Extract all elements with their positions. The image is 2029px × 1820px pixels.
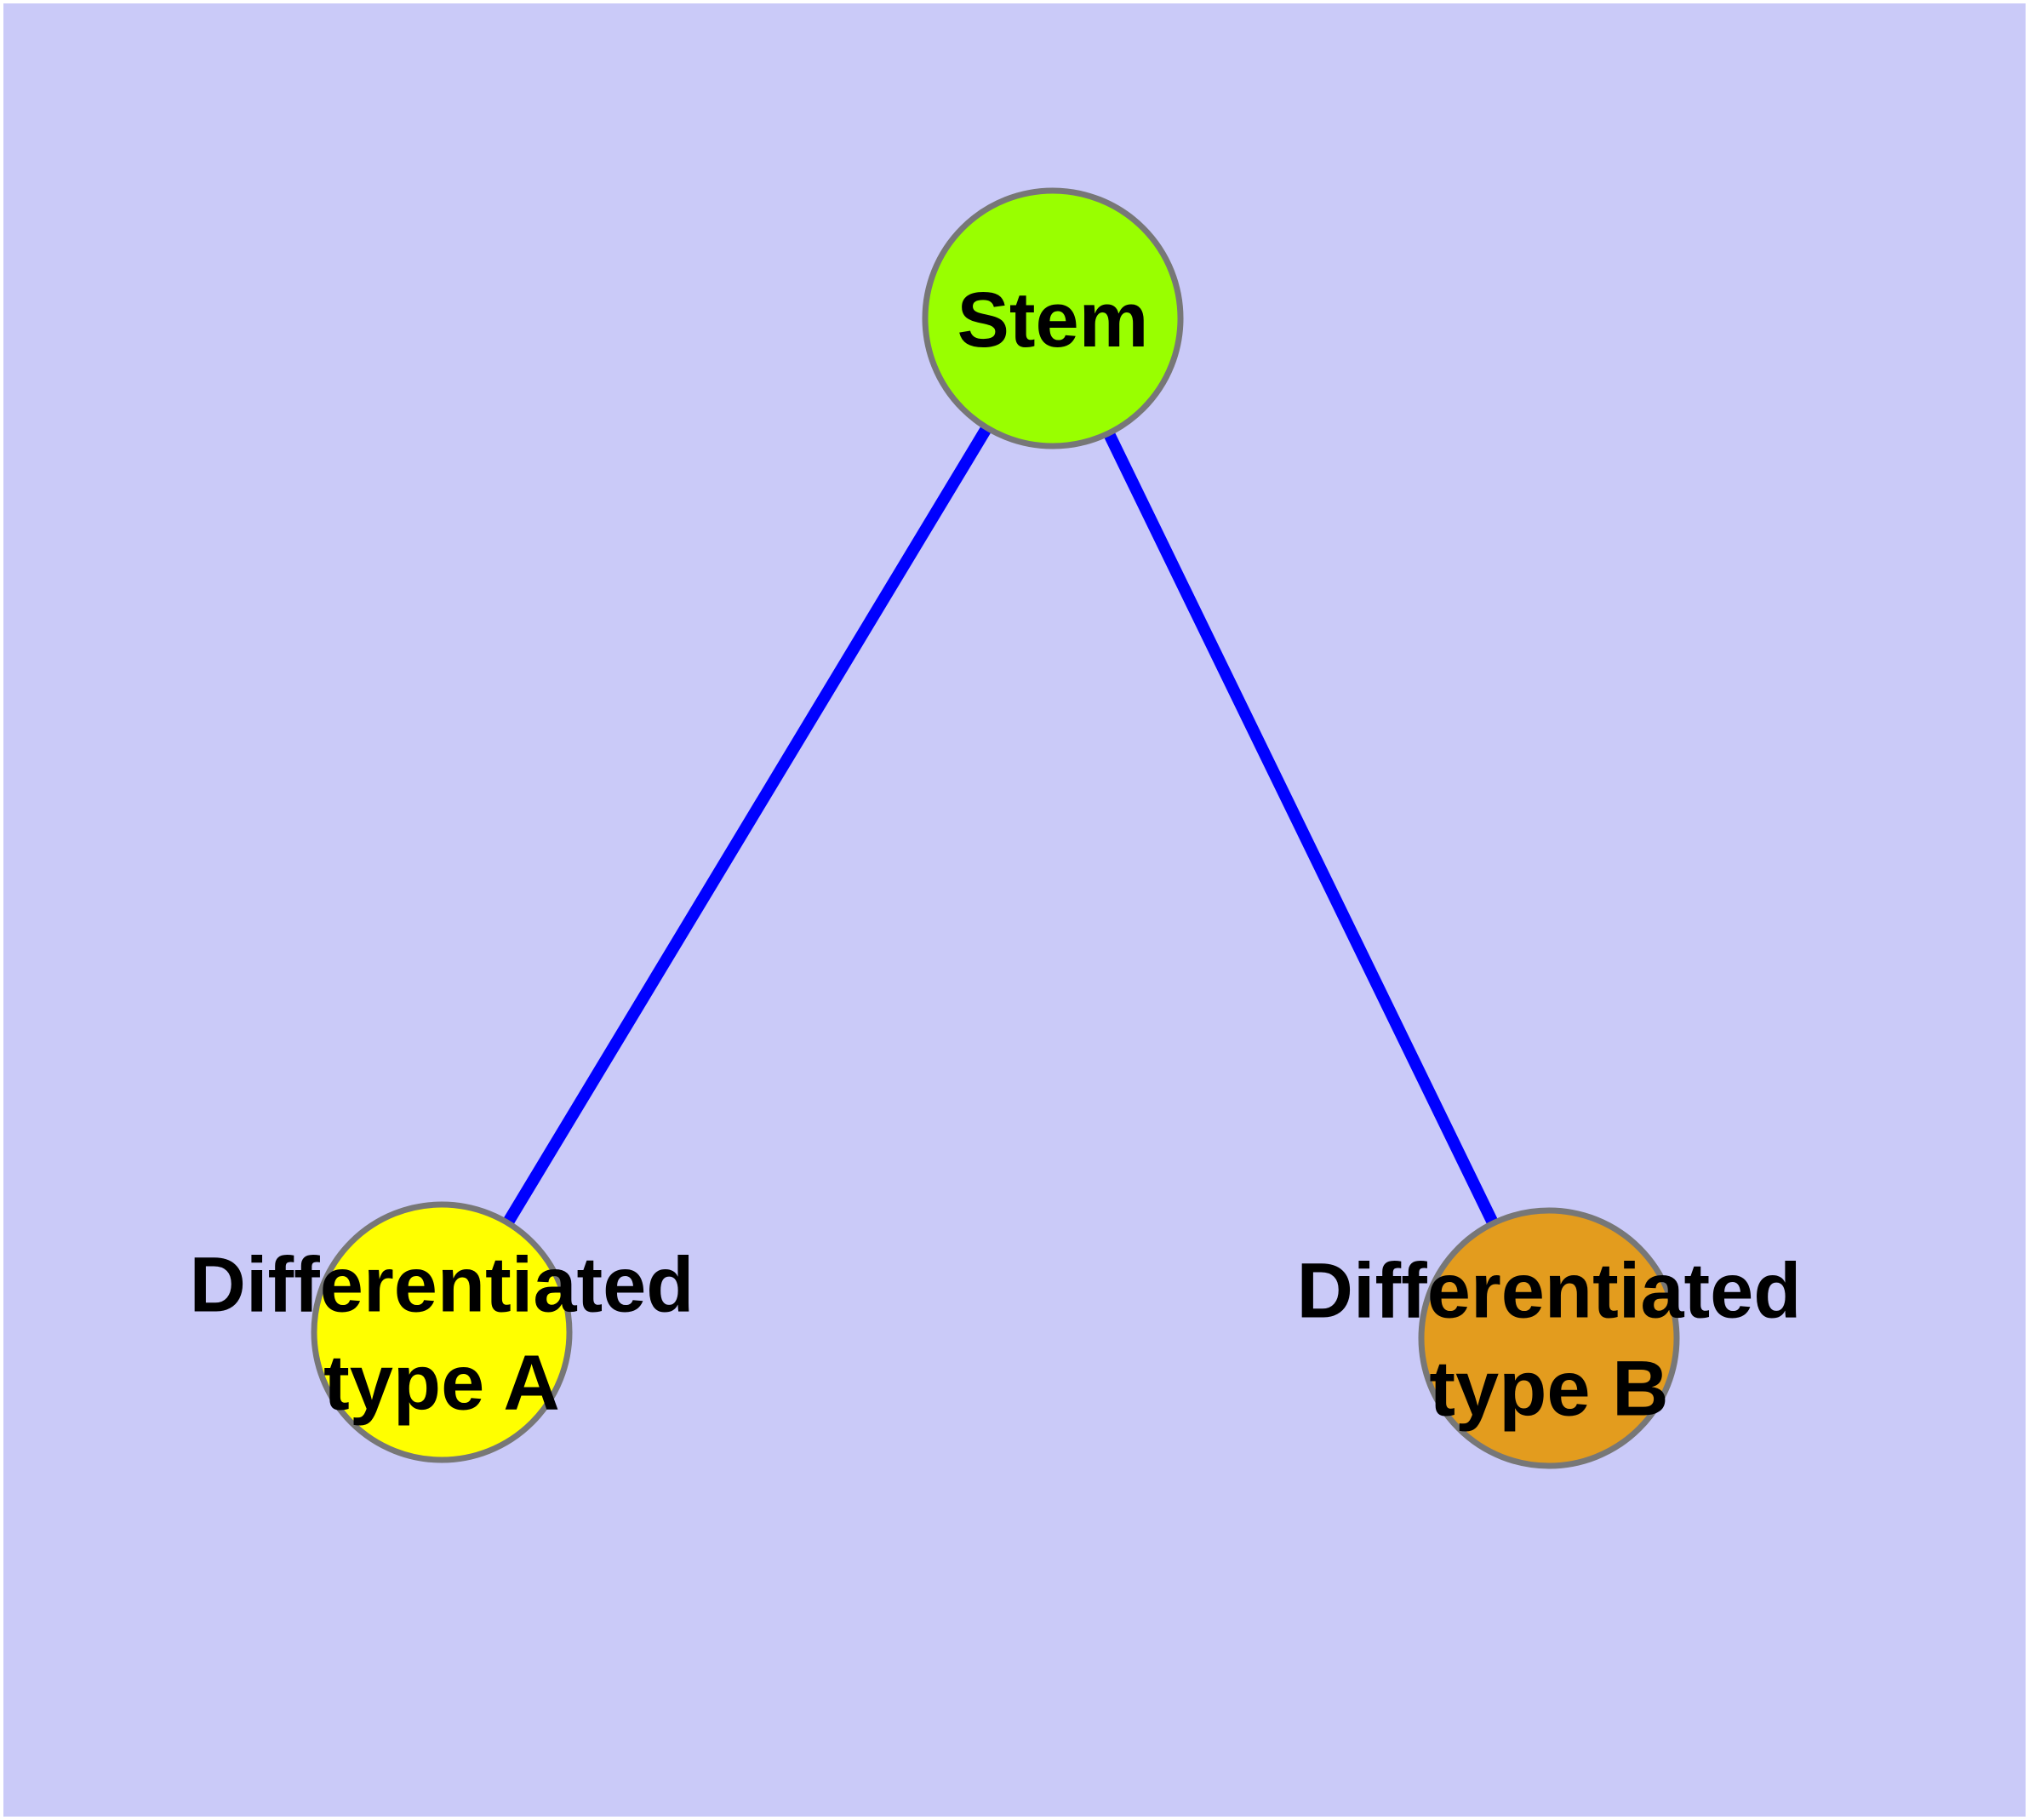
node-differentiated-type-b-shape [1418, 1207, 1680, 1469]
node-differentiated-type-a-label-line-1: Differentiated [190, 1242, 694, 1329]
node-differentiated-type-b-label-line-2: type B [1429, 1346, 1668, 1433]
edge-stem-to-differentiated-type-a [437, 315, 1058, 1336]
node-stem-label-line-1: Stem [957, 277, 1149, 363]
edge-stem-to-differentiated-type-b [1047, 315, 1555, 1342]
node-differentiated-type-b-label-line-1: Differentiated [1297, 1248, 1802, 1335]
node-differentiated-type-a-label-line-2: type A [323, 1340, 560, 1427]
nodes-layer [311, 187, 1680, 1469]
node-differentiated-type-b-label: Differentiated type B [1297, 1248, 1802, 1433]
node-differentiated-type-a-shape [311, 1201, 573, 1463]
edges-layer [437, 315, 1555, 1342]
node-stem-label: Stem [957, 277, 1149, 363]
node-stem-shape [922, 187, 1184, 449]
node-differentiated-type-a-label: Differentiated type A [190, 1242, 694, 1427]
